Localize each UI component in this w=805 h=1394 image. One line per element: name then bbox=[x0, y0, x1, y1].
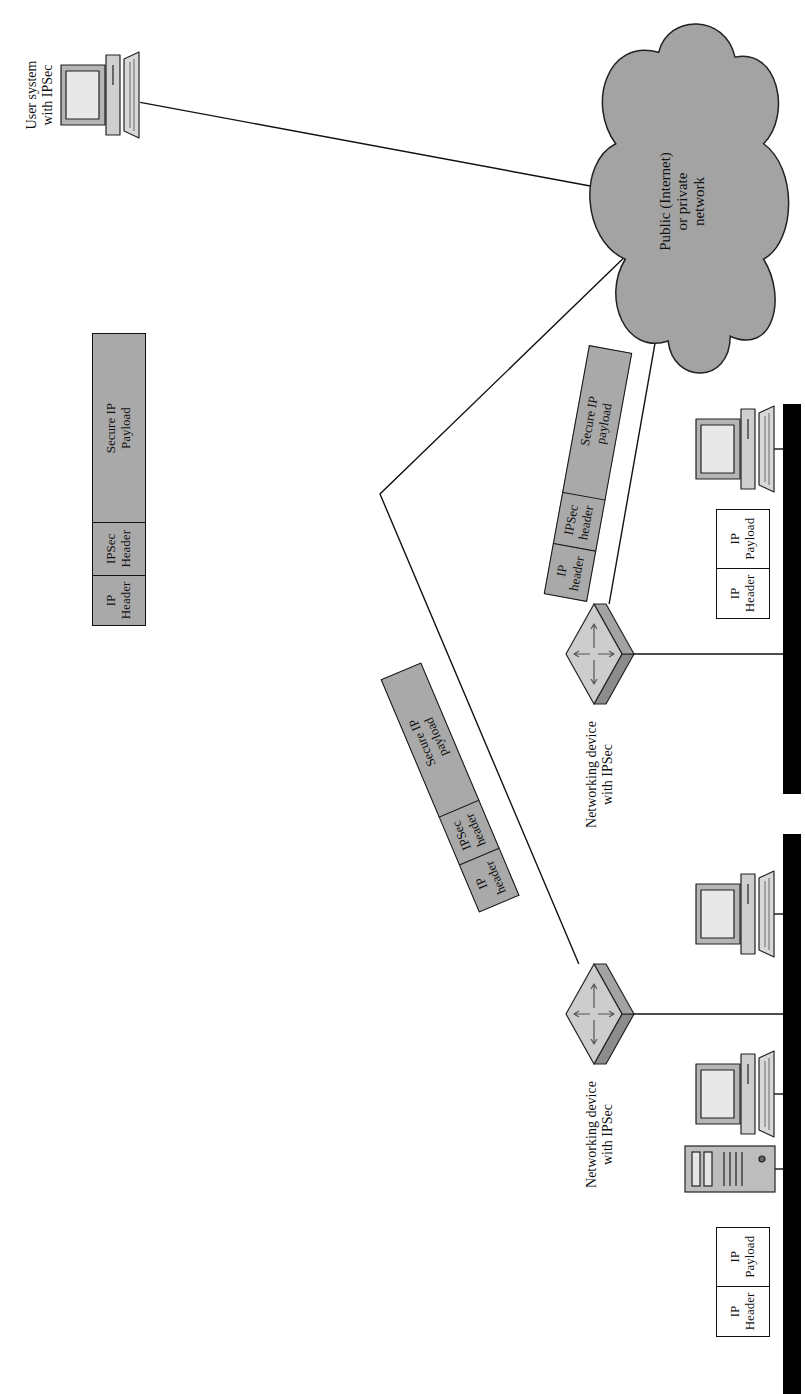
packet-field: IP header bbox=[544, 543, 597, 602]
node-text: IP Payload bbox=[728, 1232, 758, 1282]
node-text: User system with IPSec bbox=[24, 50, 56, 140]
lan-drop bbox=[774, 1093, 783, 1094]
node-text: IP Header bbox=[728, 1291, 758, 1333]
packet-field: IP Payload bbox=[716, 1227, 770, 1287]
icon-space bbox=[60, 50, 140, 140]
node-text: IPSec Header bbox=[104, 527, 134, 571]
router-icon bbox=[566, 964, 634, 1064]
packet-field: IPSec header bbox=[553, 492, 606, 553]
device-label: Networking device with IPSec bbox=[565, 604, 635, 837]
router-icon bbox=[566, 604, 634, 704]
node-text: Secure IP payload bbox=[576, 386, 618, 460]
node-text: IP header bbox=[552, 550, 589, 597]
lan-bus bbox=[783, 404, 801, 794]
node-text: Public (Internet) or private network bbox=[657, 148, 709, 256]
node-text: Secure IP Payload bbox=[104, 393, 134, 463]
workstation-icon bbox=[696, 406, 774, 492]
icon-space bbox=[565, 604, 635, 704]
node-text: IP Header bbox=[728, 573, 758, 615]
cloud-shape bbox=[590, 24, 789, 373]
device-label: Networking device with IPSec bbox=[565, 964, 635, 1197]
packet-field: Secure IP Payload bbox=[92, 333, 146, 523]
lan-drop bbox=[774, 913, 783, 914]
lan-drops bbox=[634, 449, 783, 1169]
host-label: User system with IPSec bbox=[24, 50, 140, 140]
network-cloud: Public (Internet) or private network bbox=[568, 9, 797, 394]
packet-group: IP Header IPSec Header Secure IP Payload bbox=[92, 333, 146, 626]
packet-field: IP Header bbox=[716, 568, 770, 620]
node-text: IP header bbox=[467, 855, 511, 905]
packet-field: IP Header bbox=[716, 1286, 770, 1338]
network-link bbox=[140, 102, 590, 186]
node-text: IPSec header bbox=[447, 807, 492, 859]
workstation-icon bbox=[696, 871, 774, 957]
lan-drop bbox=[634, 1013, 783, 1014]
workstation-icon bbox=[696, 1051, 774, 1137]
packet-group: IP headerIPSec header Secure IP payload bbox=[544, 345, 633, 602]
node-text: IP Payload bbox=[728, 514, 758, 564]
node-text: Networking device with IPSec bbox=[584, 1072, 616, 1197]
lan-drop bbox=[775, 1168, 783, 1169]
packet-field: Secure IP payload bbox=[562, 345, 632, 500]
packet-group: IP Header IP Payload bbox=[716, 1227, 770, 1338]
server-icon bbox=[685, 1146, 775, 1192]
lan-drop bbox=[634, 653, 783, 654]
packet-field: Secure IP payload bbox=[380, 663, 479, 818]
lan-drop bbox=[774, 448, 783, 449]
packet-group: IP headerIPSec header Secure IP payload bbox=[380, 663, 519, 914]
packet-field: IP Header bbox=[92, 575, 146, 627]
node-text: Secure IP payload bbox=[403, 702, 458, 778]
node-text: IP Header bbox=[104, 580, 134, 622]
packet-group: IP Header IP Payload bbox=[716, 509, 770, 620]
lan-bus bbox=[783, 834, 801, 1394]
packet-field: IP Payload bbox=[716, 509, 770, 569]
node-text: Networking device with IPSec bbox=[584, 712, 616, 837]
workstation-icon bbox=[61, 52, 139, 138]
icon-space bbox=[565, 964, 635, 1064]
node-text: IPSec header bbox=[561, 498, 598, 547]
packet-field: IPSec Header bbox=[92, 522, 146, 576]
